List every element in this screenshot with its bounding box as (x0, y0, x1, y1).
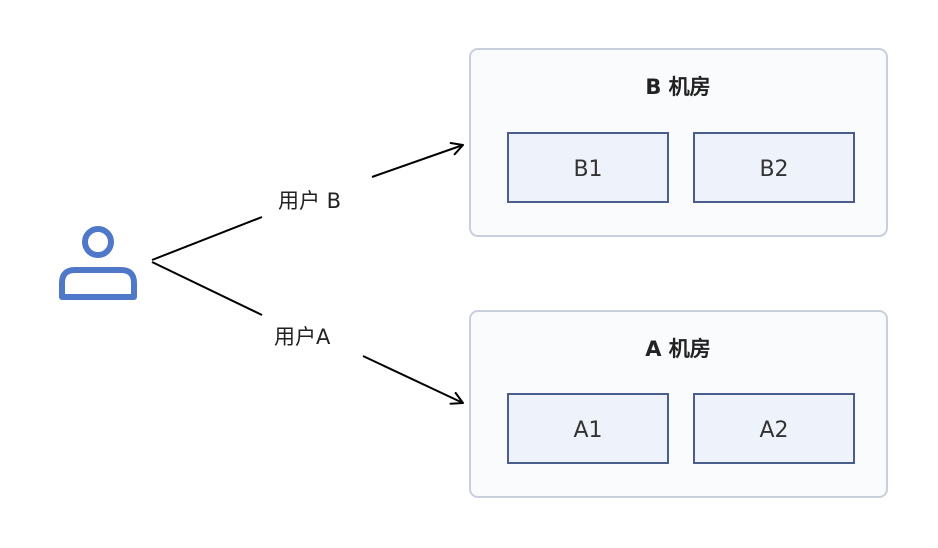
edge-user-to-room-a: 用户A (151, 261, 464, 405)
node-b1: B1 (507, 132, 669, 203)
room-b-title: B 机房 (645, 75, 710, 99)
user-icon (59, 226, 137, 300)
edge-label-user-b: 用户 B (278, 189, 341, 213)
node-b2-label: B2 (759, 157, 788, 182)
node-b1-box (507, 132, 669, 203)
edge-line-a-upper (151, 261, 263, 316)
edge-label-user-a: 用户A (274, 325, 331, 349)
node-a1-box (507, 393, 669, 464)
edge-line-b-upper (371, 141, 464, 178)
node-b2: B2 (693, 132, 855, 203)
edge-line-b-lower (151, 216, 263, 261)
room-a-title: A 机房 (645, 337, 711, 361)
edge-line-a-lower (362, 355, 464, 405)
node-a2-box (693, 393, 855, 464)
node-a1-label: A1 (573, 418, 602, 443)
room-a: A 机房 A1 A2 (469, 310, 888, 498)
edge-user-to-room-b: 用户 B (151, 141, 464, 261)
node-b1-label: B1 (573, 157, 602, 182)
node-a2-label: A2 (759, 418, 788, 443)
node-a2: A2 (693, 393, 855, 464)
room-b: B 机房 B1 B2 (469, 48, 888, 237)
node-b2-box (693, 132, 855, 203)
node-a1: A1 (507, 393, 669, 464)
